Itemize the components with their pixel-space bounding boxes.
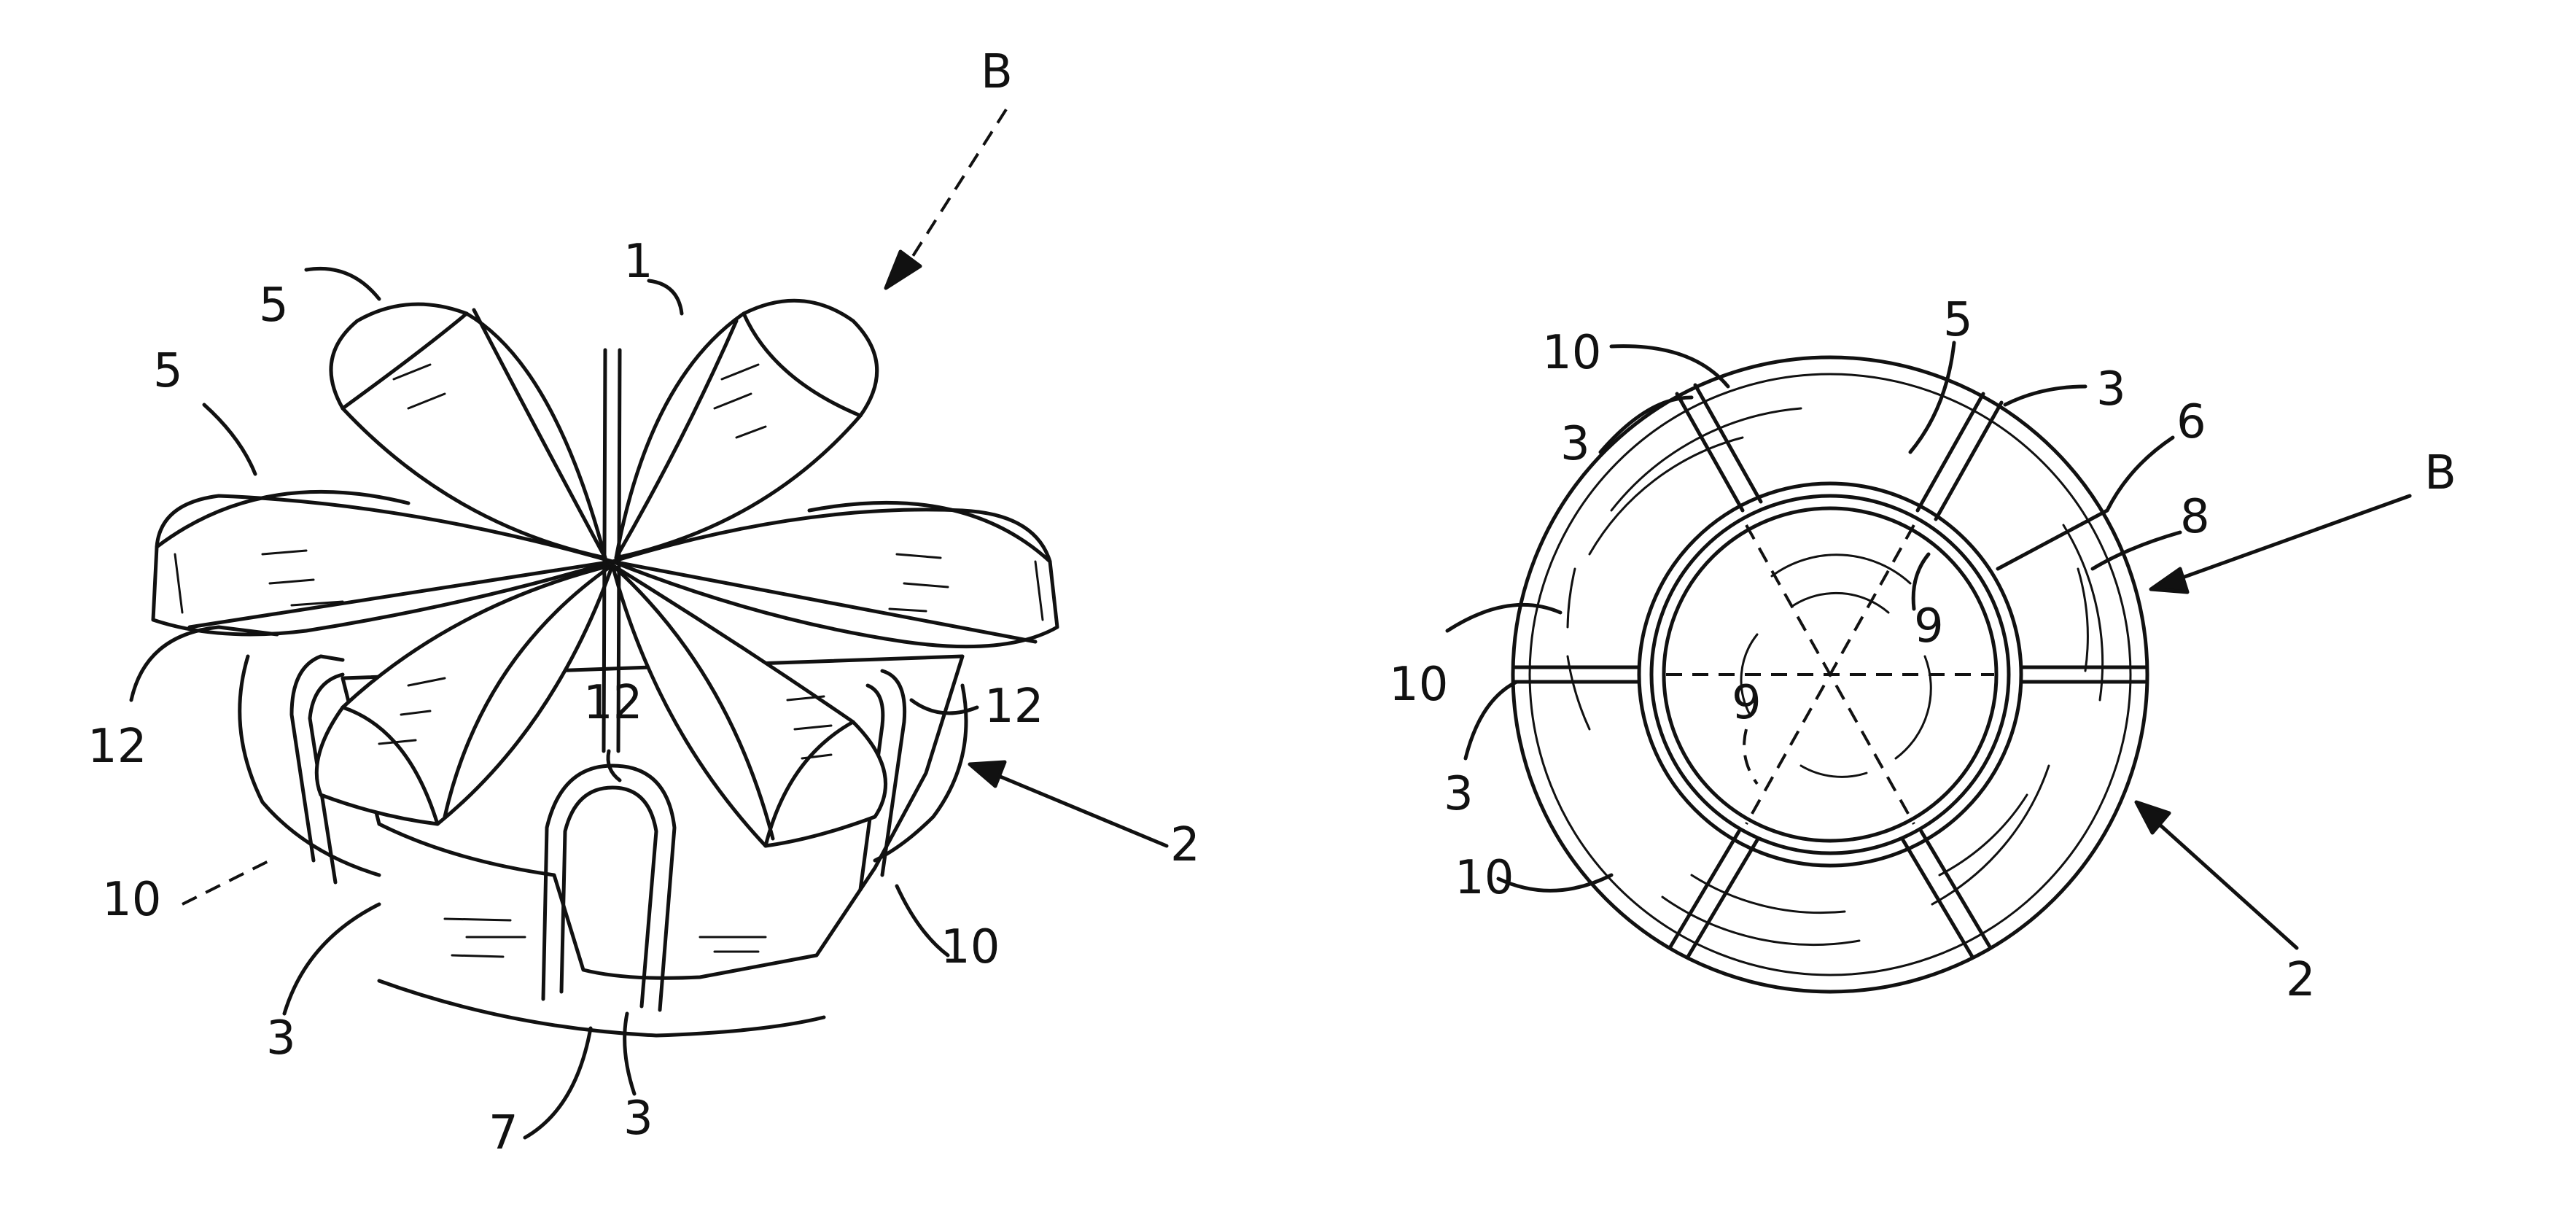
leader-1 <box>649 281 682 314</box>
label-3-left: 3 <box>266 1011 296 1065</box>
arrow-2-left-head <box>970 762 1005 786</box>
leader-3-top-right <box>2005 386 2085 405</box>
label-5-right: 5 <box>1943 293 1973 347</box>
bottom-rim <box>379 981 824 1036</box>
leader-5-top <box>306 268 379 299</box>
leader-3-left-right <box>1466 682 1517 758</box>
label-10-left: 10 <box>102 873 161 927</box>
leader-10-left-right <box>1447 605 1560 631</box>
rib-bottom-left <box>1670 831 1757 957</box>
label-9-upper: 9 <box>1914 599 1944 653</box>
leader-10-left <box>182 860 270 904</box>
leader-3-bottom <box>625 1014 634 1094</box>
label-9-center: 9 <box>1732 676 1762 730</box>
label-12-right: 12 <box>984 680 1043 734</box>
label-b-left: B <box>981 45 1013 99</box>
right-labels: 10 5 3 3 6 8 B 10 9 9 3 10 2 <box>1389 293 2456 1007</box>
leader-8 <box>2093 532 2180 569</box>
leader-12-left <box>131 627 277 700</box>
label-10-left-right: 10 <box>1389 658 1448 712</box>
label-3-bottom: 3 <box>623 1092 653 1146</box>
label-2-right: 2 <box>2286 953 2316 1007</box>
label-8: 8 <box>2180 490 2210 544</box>
arrow-b-left-head <box>886 252 920 288</box>
plan-view <box>1513 357 2147 992</box>
leader-9-lower <box>1744 729 1757 784</box>
label-5-top: 5 <box>259 279 289 333</box>
label-12-left: 12 <box>87 720 147 774</box>
rib-left <box>1515 667 1639 682</box>
rib-top-left <box>1677 385 1761 510</box>
label-3-top-right: 3 <box>2096 362 2126 416</box>
label-6: 6 <box>2176 395 2206 449</box>
arrow-b-right-head <box>2151 569 2187 592</box>
leader-3-left <box>284 904 379 1014</box>
rib-top-right <box>1918 394 2001 519</box>
arrow-2-right <box>2151 817 2297 948</box>
label-7: 7 <box>489 1106 518 1160</box>
label-b-right: B <box>2424 446 2456 500</box>
label-10-bottom: 10 <box>1455 851 1514 905</box>
label-5-left: 5 <box>153 344 183 398</box>
rib-right <box>2021 667 2145 682</box>
leader-6 <box>1998 438 2173 569</box>
perspective-view <box>153 300 1057 1036</box>
label-12-center: 12 <box>583 676 642 730</box>
leader-7 <box>525 1028 591 1138</box>
arrow-b-left <box>904 109 1006 270</box>
label-3-top-left: 3 <box>1560 417 1590 471</box>
arrow-2-left <box>992 773 1167 846</box>
arrow-b-right <box>2176 496 2410 580</box>
label-2-left: 2 <box>1170 818 1200 872</box>
label-1: 1 <box>623 235 653 289</box>
label-10-top: 10 <box>1542 326 1601 380</box>
leader-5-left <box>204 405 255 474</box>
label-10-right: 10 <box>941 920 1000 974</box>
label-3-left-lower: 3 <box>1444 767 1474 821</box>
